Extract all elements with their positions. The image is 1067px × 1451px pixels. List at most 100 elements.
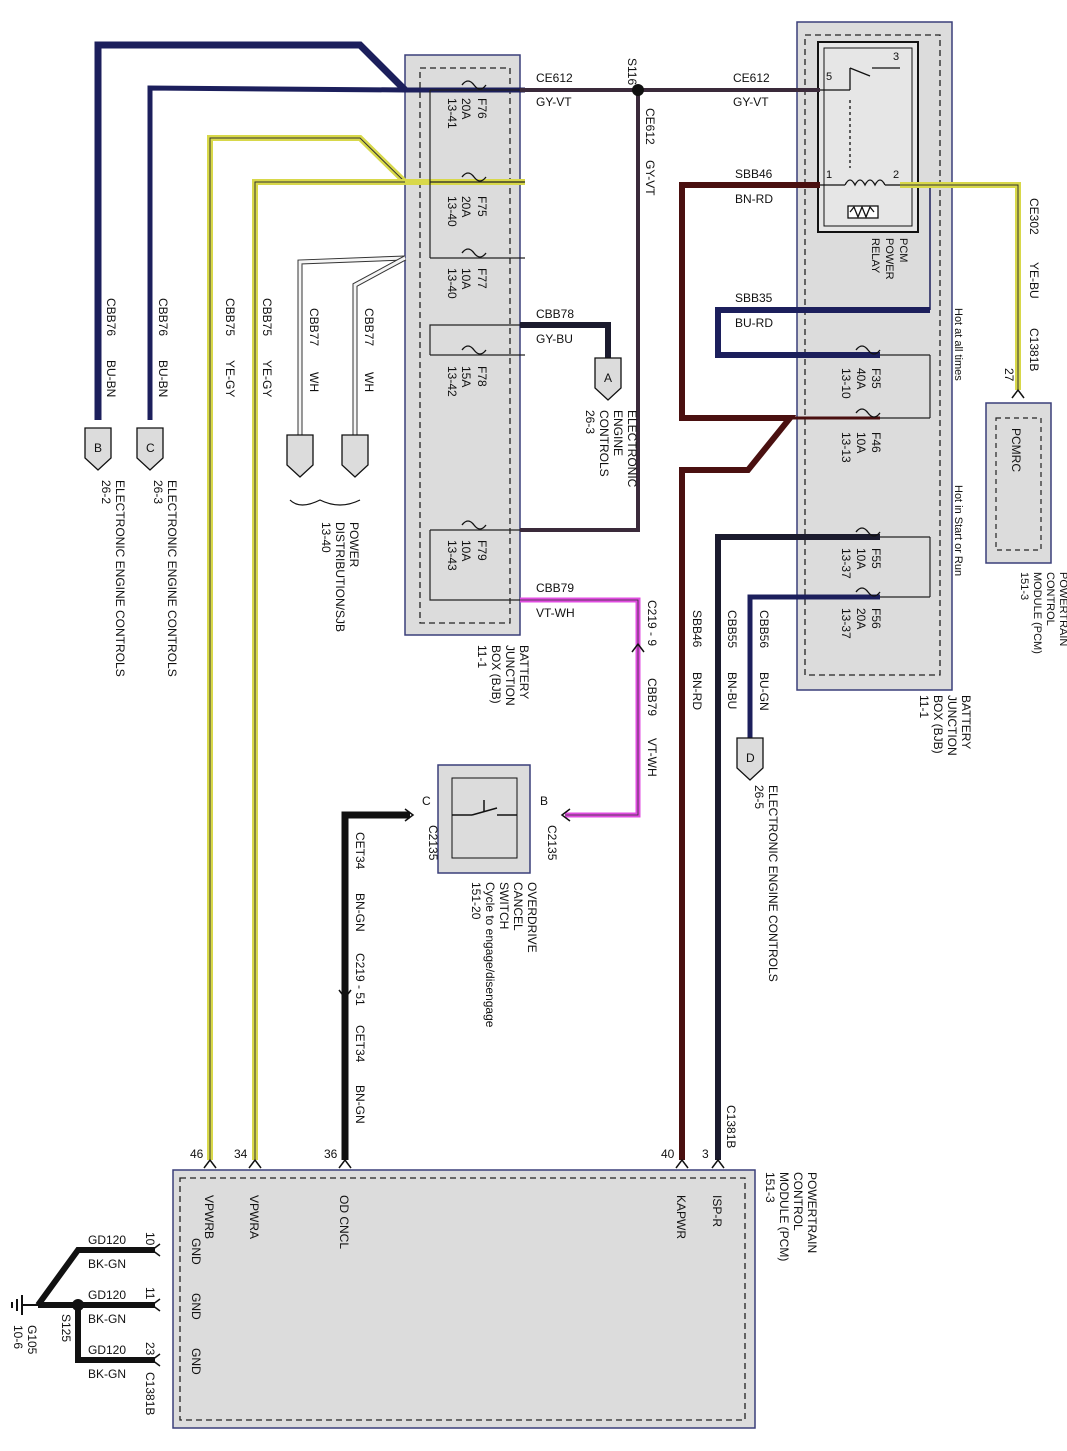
pcm-pin-46: 46: [190, 1147, 204, 1161]
fuse-f46-ref: 13-13: [839, 432, 853, 463]
fuse-f55-amp: 10A: [854, 548, 868, 569]
splice-s125: [72, 1299, 84, 1311]
fuse-f75-id: F75: [475, 196, 489, 217]
bjb-right-title-1: BATTERY: [959, 695, 973, 749]
wire-sbb35: [715, 307, 930, 358]
ground-id-label: G105: [25, 1325, 39, 1355]
switch-pin-b: B: [540, 794, 548, 808]
pcm-gnd-name-23: GND: [189, 1348, 203, 1375]
cet34-b-color: BN-GN: [353, 1085, 367, 1124]
ref-a-line-2: ENGINE: [611, 410, 625, 456]
bjb-left-title-3: BOX (BJB): [489, 645, 503, 704]
cbb79-color: VT-WH: [536, 606, 575, 620]
cbb78-circuit: CBB78: [536, 307, 574, 321]
switch-title-2: CANCEL: [511, 882, 525, 931]
relay-name-1: PCM: [897, 238, 909, 262]
cbb78-color: GY-BU: [536, 332, 573, 346]
wire-gd120-23: [75, 1305, 155, 1363]
bjb-right-title-4: 11-1: [917, 695, 931, 718]
ref-pd-shape-1: [286, 434, 314, 478]
pcm-gnd-name-10: GND: [189, 1238, 203, 1265]
fuse-f76-id: F76: [475, 98, 489, 119]
sbb35-circuit: SBB35: [735, 291, 773, 305]
fuse-f76-ref: 13-41: [445, 98, 459, 129]
wire-cbb79: [520, 597, 641, 818]
hot-all-times-label: Hot at all times: [952, 308, 964, 381]
cbb79-circuit: CBB79: [536, 581, 574, 595]
ground-ref-label: 10-6: [11, 1325, 25, 1349]
cet34-a-circuit: CET34: [353, 832, 367, 870]
pcm-signal-od-cncl: OD CNCL: [337, 1195, 351, 1249]
cet34-a-color: BN-GN: [353, 893, 367, 932]
fuse-f35-amp: 40A: [854, 368, 868, 389]
ce612-c-circuit: CE612: [643, 108, 657, 145]
cet34-b-circuit: CET34: [353, 1025, 367, 1063]
pcmrc-title-1: POWERTRAIN: [1057, 572, 1067, 646]
pcm-main-title-4: 151-3: [763, 1172, 777, 1203]
cbb75-a-circuit: CBB75: [223, 298, 237, 336]
splice-s116: [632, 84, 644, 96]
wire-cbb78: [520, 322, 611, 358]
pcmrc-pin: 27: [1002, 368, 1016, 382]
ref-c-letter: C: [146, 441, 155, 455]
pcm-gnd-pin-23: 23: [143, 1342, 157, 1356]
ce302-circuit: CE302: [1027, 198, 1041, 235]
ref-b-title: ELECTRONIC ENGINE CONTROLS: [113, 480, 127, 677]
bjb-right-title-2: JUNCTION: [945, 695, 959, 756]
pcmrc-title-2: CONTROL: [1044, 572, 1056, 626]
pcm-main-title-1: POWERTRAIN: [805, 1172, 819, 1253]
fuse-f75-amp: 20A: [459, 196, 473, 217]
cbb79-b-color: VT-WH: [645, 738, 659, 777]
fuse-f35-id: F35: [869, 368, 883, 389]
relay-internals: [820, 67, 900, 219]
splice-s125-label: S125: [59, 1314, 73, 1342]
cbb76-b-circuit: CBB76: [156, 298, 170, 336]
cbb75-a-color: YE-GY: [223, 360, 237, 397]
bjb-left-title-2: JUNCTION: [503, 645, 517, 706]
fuse-f78-ref: 13-42: [445, 366, 459, 397]
pcm-gnd-pin-11: 11: [143, 1287, 157, 1300]
ref-b-page: 26-2: [99, 480, 113, 504]
c2135-b-label: C2135: [545, 825, 559, 861]
pcm-signal-vpwra: VPWRA: [247, 1195, 261, 1239]
fuse-f77-id: F77: [475, 268, 489, 289]
pcmrc-title-3: MODULE (PCM): [1031, 572, 1043, 654]
sbb46-color: BN-RD: [735, 192, 773, 206]
relay-pin-2: 2: [893, 169, 899, 181]
left-fuse-labels: F76 20A 13-41 F75 20A 13-40 F77 10A 13-4…: [445, 98, 489, 571]
pcm-gnd-pin-10: 10: [143, 1232, 157, 1246]
fuse-f46-id: F46: [869, 432, 883, 453]
switch-title-5: 151-20: [469, 882, 483, 920]
pcmrc-box: [985, 402, 1052, 564]
cbb77-b-circuit: CBB77: [362, 308, 376, 346]
pcm-main-title-2: CONTROL: [791, 1172, 805, 1231]
gd120-c-color: BK-GN: [88, 1367, 126, 1381]
ref-c-shape: [136, 427, 164, 471]
cbb77-b-color: WH: [362, 372, 376, 392]
wire-cbb75-outer: [207, 135, 408, 1160]
gd120-b-color: BK-GN: [88, 1312, 126, 1326]
connector-markers: [150, 388, 1025, 1367]
sbb35-color: BU-RD: [735, 316, 773, 330]
overdrive-switch-box: [437, 764, 531, 874]
fuse-f78-amp: 15A: [459, 366, 473, 387]
pcm-pin-36: 36: [324, 1147, 338, 1161]
fuse-f35-ref: 13-10: [839, 368, 853, 399]
pcm-main-title-3: MODULE (PCM): [777, 1172, 791, 1261]
ref-pd-shape-2: [341, 434, 369, 478]
power-dist-line-3: 13-40: [319, 522, 333, 553]
cbb75-b-color: YE-GY: [260, 360, 274, 397]
ref-a-letter: A: [604, 371, 612, 385]
fuse-f55-id: F55: [869, 548, 883, 569]
c1381b-pcm-label: C1381B: [724, 1105, 738, 1148]
c2135-c-label: C2135: [426, 825, 440, 861]
bjb-left-title-4: 11-1: [475, 645, 489, 668]
ref-b-shape: [84, 427, 112, 471]
cbb55-circuit: CBB55: [725, 610, 739, 648]
cbb79-b-circuit: CBB79: [645, 678, 659, 716]
ref-d-title: ELECTRONIC ENGINE CONTROLS: [766, 785, 780, 982]
sbb46-b-circuit: SBB46: [690, 610, 704, 648]
wire-gd120-10: [35, 1247, 155, 1307]
pcm-pin-34: 34: [234, 1147, 248, 1161]
